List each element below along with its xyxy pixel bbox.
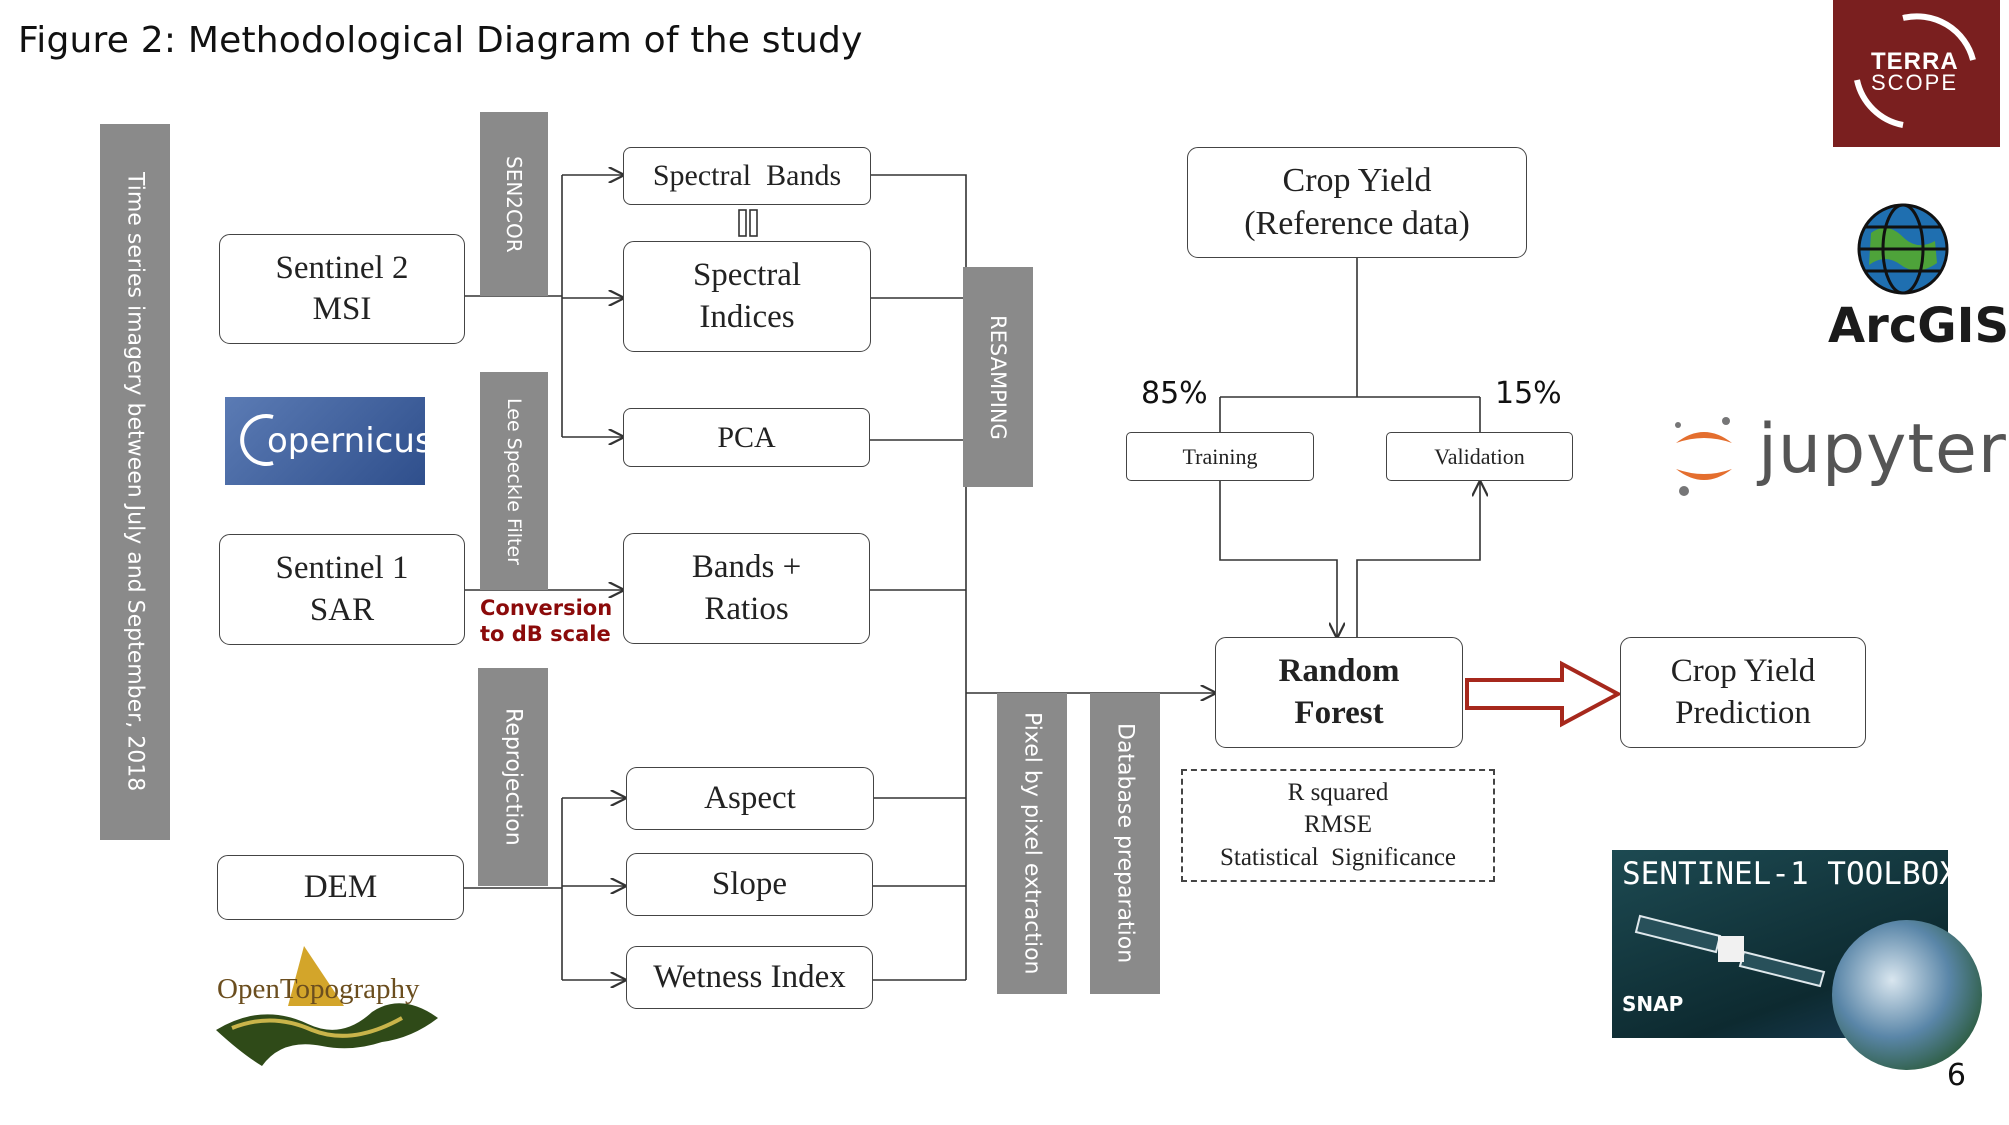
copernicus-c-icon [240, 414, 274, 466]
slope-box: Slope [626, 853, 873, 916]
slide-title: Figure 2: Methodological Diagram of the … [18, 20, 863, 61]
validation-box: Validation [1386, 432, 1573, 481]
spectral-bands-label: Spectral Bands [652, 159, 842, 193]
dem-box: DEM [217, 855, 464, 920]
random-forest-label: Random Forest [1278, 653, 1400, 731]
copernicus-logo: opernicus [225, 397, 433, 485]
slope-label: Slope [711, 865, 788, 902]
sentinel1-toolbox-logo: SENTINEL-1 TOOLBOX SNAP [1612, 850, 1982, 1070]
sentinel2-label: Sentinel 2 MSI [275, 249, 409, 327]
terrascope-arc-icon [1854, 13, 1976, 128]
pixel-extraction-label: Pixel by pixel extraction [1019, 712, 1045, 975]
wetness-index-label: Wetness Index [653, 958, 846, 995]
resampling-label: RESAMPING [986, 314, 1010, 440]
aspect-label: Aspect [704, 779, 796, 816]
metric-significance: Statistical Significance [1219, 843, 1457, 871]
jupyter-icon [1675, 417, 1732, 496]
reprojection-label: Reprojection [500, 708, 526, 846]
opentopography-terrain-icon [216, 946, 438, 1066]
training-label: Training [1182, 443, 1258, 469]
database-bar: Database preparation [1090, 693, 1160, 994]
pca-box: PCA [623, 408, 870, 467]
time-series-label: Time series imagery between July and Sep… [122, 172, 148, 792]
crop-yield-reference-label: Crop Yield (Reference data) [1244, 162, 1470, 242]
snap-text: SNAP [1622, 992, 1684, 1016]
bands-ratios-box: Bands + Ratios [623, 533, 870, 644]
pixel-extraction-bar: Pixel by pixel extraction [997, 693, 1067, 994]
aspect-box: Aspect [626, 767, 874, 830]
resampling-bar: RESAMPING [963, 267, 1033, 487]
terrascope-text-1: TERRA [1871, 48, 1959, 75]
random-forest-box: Random Forest [1215, 637, 1463, 748]
sentinel2-box: Sentinel 2 MSI [219, 234, 465, 344]
sentinel1-box: Sentinel 1 SAR [219, 534, 465, 645]
metric-r-squared: R squared [1287, 778, 1389, 806]
time-series-bar: Time series imagery between July and Sep… [100, 124, 170, 840]
spectral-indices-box: Spectral Indices [623, 241, 871, 352]
spectral-bands-box: Spectral Bands [623, 147, 871, 205]
arcgis-text: ArcGIS [1828, 298, 2009, 354]
terrascope-text-2: SCOPE [1871, 70, 1959, 95]
database-label: Database preparation [1112, 723, 1138, 964]
dem-label: DEM [303, 868, 378, 905]
copernicus-text: opernicus [267, 421, 433, 461]
satellite-icon [1634, 914, 1826, 988]
opentopography-text: OpenTopography [217, 973, 420, 1005]
conversion-label: Conversion to dB scale [480, 596, 613, 647]
sentinel1-toolbox-title: SENTINEL-1 TOOLBOX [1622, 856, 1958, 892]
page-number: 6 [1946, 1058, 1966, 1093]
validation-label: Validation [1434, 443, 1525, 469]
validation-percent: 15% [1495, 376, 1562, 411]
crop-yield-prediction-box: Crop Yield Prediction [1620, 637, 1866, 748]
sen2cor-bar: SEN2COR [480, 112, 548, 296]
pca-label: PCA [717, 420, 776, 454]
lee-filter-bar: Lee Speckle Filter [480, 372, 548, 590]
training-percent: 85% [1141, 376, 1208, 411]
spectral-indices-label: Spectral Indices [692, 257, 802, 335]
terrascope-logo: TERRA SCOPE [1833, 0, 2000, 147]
earth-image [1832, 920, 1982, 1070]
arcgis-globe-icon [1857, 203, 1949, 295]
metric-rmse: RMSE [1303, 811, 1373, 839]
sen2cor-label: SEN2COR [502, 155, 526, 253]
wetness-index-box: Wetness Index [626, 946, 873, 1009]
crop-yield-reference-box: Crop Yield (Reference data) [1187, 147, 1527, 258]
crop-yield-prediction-label: Crop Yield Prediction [1670, 653, 1816, 731]
sentinel1-label: Sentinel 1 SAR [275, 550, 409, 628]
jupyter-text: jupyter [1758, 410, 2007, 489]
lee-filter-label: Lee Speckle Filter [503, 397, 525, 565]
metrics-box: R squared RMSE Statistical Significance [1181, 769, 1495, 882]
training-box: Training [1126, 432, 1314, 481]
bands-ratios-label: Bands + Ratios [691, 549, 802, 627]
reprojection-bar: Reprojection [478, 668, 548, 886]
